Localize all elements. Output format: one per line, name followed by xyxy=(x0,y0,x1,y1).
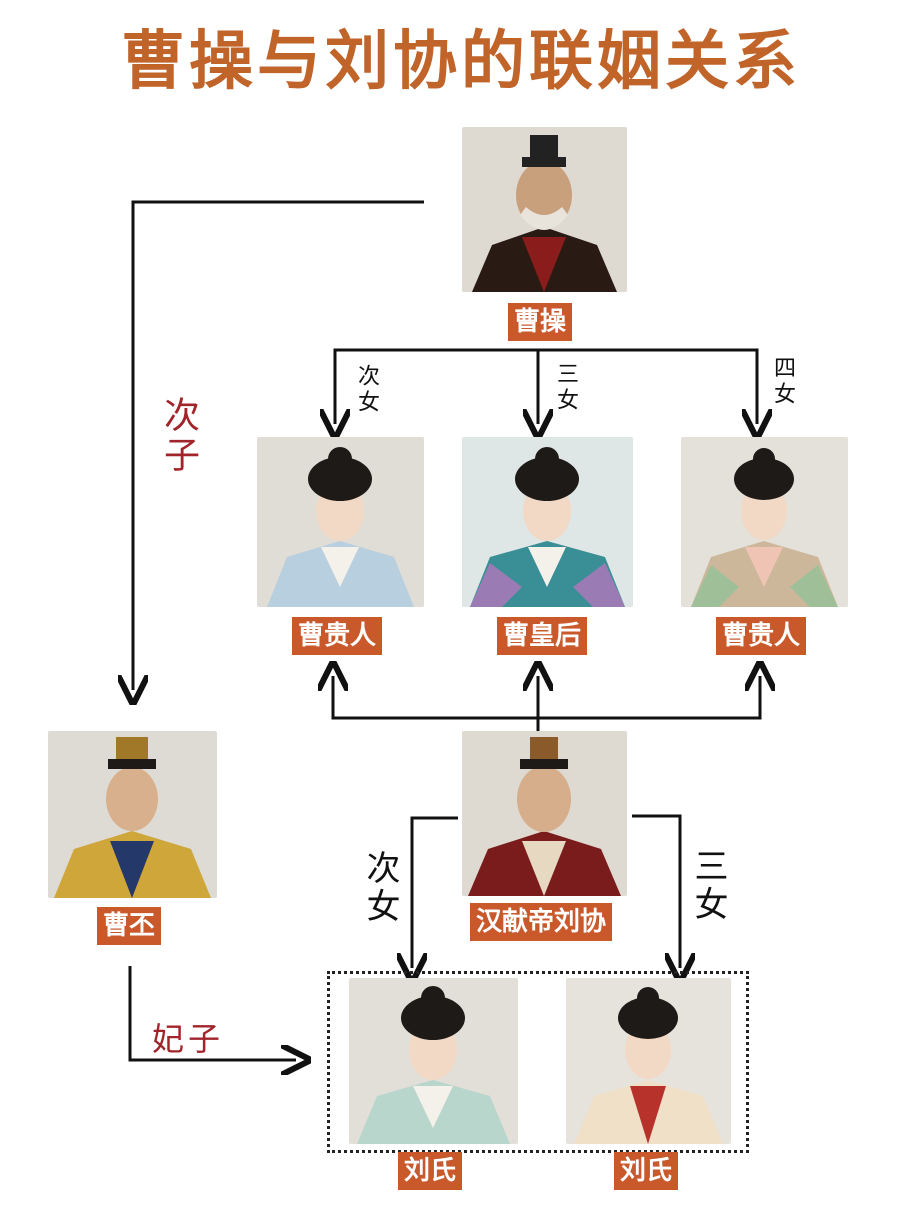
cao-pi-portrait xyxy=(48,731,217,898)
cao-guiren-4-portrait xyxy=(681,437,848,607)
cao-empress-portrait xyxy=(462,437,633,607)
liu-shi-2-label: 刘氏 xyxy=(398,1152,463,1190)
liu-shi-2-portrait xyxy=(349,978,518,1144)
liu-shi-3-label: 刘氏 xyxy=(614,1152,679,1190)
relation-consort: 妃子 xyxy=(152,1020,225,1058)
cao-cao-portrait xyxy=(462,127,627,292)
relation-liu-daughter-3: 三女 xyxy=(688,848,728,924)
liu-xie-label: 汉献帝刘协 xyxy=(470,903,613,941)
page-title: 曹操与刘协的联姻关系 xyxy=(121,25,801,99)
cao-guiren-2-label: 曹贵人 xyxy=(292,617,383,655)
cao-guiren-4-label: 曹贵人 xyxy=(716,617,807,655)
cao-empress-label: 曹皇后 xyxy=(497,617,588,655)
cao-pi-label: 曹丕 xyxy=(97,907,162,945)
relation-daughter-2: 次女 xyxy=(354,364,379,416)
cao-cao-label: 曹操 xyxy=(508,303,573,341)
liu-shi-3-portrait xyxy=(566,978,731,1144)
relation-daughter-3: 三女 xyxy=(553,362,578,414)
liu-xie-portrait xyxy=(462,731,627,896)
relation-liu-daughter-2: 次女 xyxy=(360,850,400,926)
relation-son-2: 次子 xyxy=(158,396,199,476)
relation-daughter-4: 四女 xyxy=(770,356,795,408)
cao-guiren-2-portrait xyxy=(257,437,424,607)
liu-daughters-box xyxy=(327,971,749,1153)
